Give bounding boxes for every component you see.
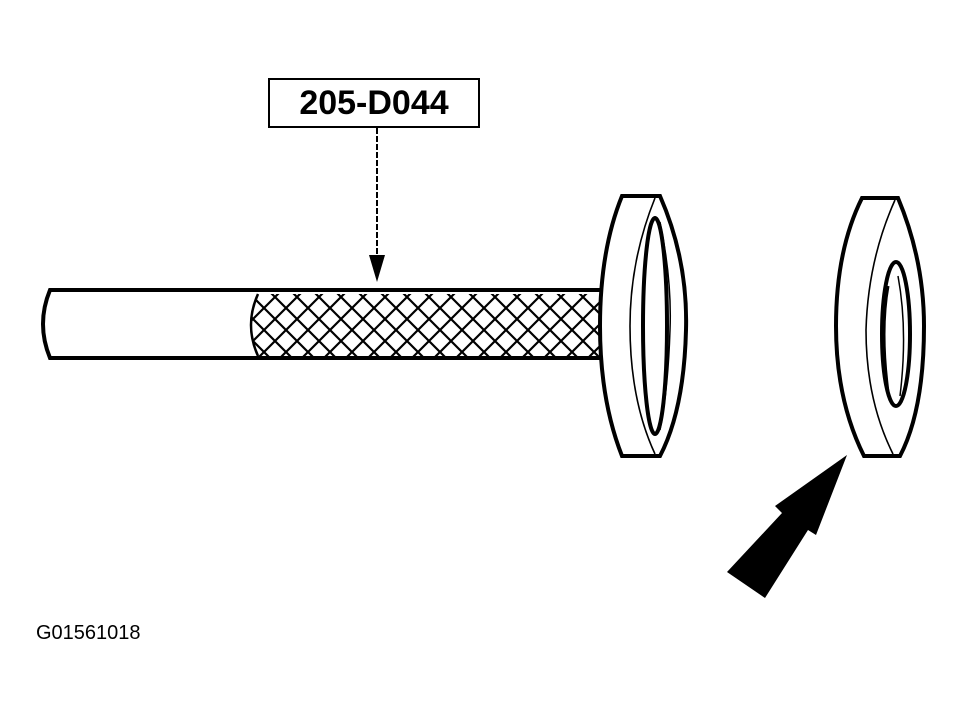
- tool-callout-label: 205-D044: [268, 78, 480, 128]
- shaft-plain-end: [43, 290, 260, 358]
- seal-inner-bore: [880, 260, 912, 408]
- direction-arrow-icon: [727, 455, 847, 598]
- leader-arrowhead-icon: [369, 255, 385, 282]
- seal-outer-ring: [833, 196, 927, 458]
- figure-id: G01561018: [36, 622, 141, 644]
- installer-tool: [41, 194, 689, 458]
- callout-leader: [369, 128, 385, 282]
- shaft-knurled-grip: [249, 293, 600, 357]
- seal: [833, 196, 927, 458]
- installer-flange: [597, 194, 689, 458]
